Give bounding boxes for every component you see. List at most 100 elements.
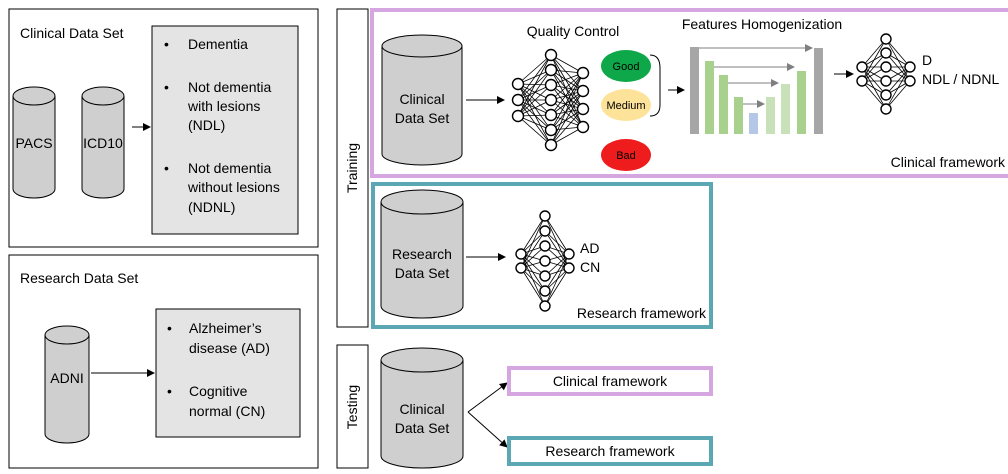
quality-control-network-node: [544, 123, 558, 137]
quality-control-network-edge: [550, 72, 584, 116]
testing-research-framework-label: Research framework: [545, 443, 675, 459]
research-classifier-network-node: [539, 255, 551, 267]
pacs-cylinder: PACS: [12, 86, 56, 199]
testing-dataset-line2: Data Set: [395, 420, 450, 436]
quality-control-network-node: [544, 108, 558, 122]
quality-control-network-edge: [550, 90, 584, 146]
research-classifier-network-node: [539, 285, 551, 297]
clinical-classifier-network-edge: [885, 66, 911, 110]
features-homogenization-title: Features Homogenization: [682, 16, 842, 32]
research-classifier-network: [515, 210, 575, 312]
quality-control-network-node: [576, 102, 590, 116]
clinical-classifier-network-edge: [885, 80, 911, 110]
quality-control-network-edge: [550, 108, 584, 146]
clinical-labels-box: [151, 25, 299, 235]
label-cn-line1: Cognitive: [189, 383, 248, 399]
research-classifier-network-edge: [544, 253, 570, 307]
clinical-classifier-network-node: [856, 61, 868, 73]
quality-control-network-edge: [550, 72, 584, 131]
quality-control-network-edge: [517, 83, 552, 131]
quality-control-network-edge: [550, 90, 584, 131]
clinical-classifier-network-node: [880, 89, 892, 101]
training-label: Training: [344, 143, 360, 193]
adni-cylinder: ADNI: [44, 325, 90, 444]
quality-control-network-edge: [517, 83, 552, 116]
quality-control-network-edge: [517, 54, 552, 101]
adni-label: ADNI: [50, 370, 83, 386]
label-ndl-line2: with lesions: [187, 98, 260, 114]
label-ndnl-line3: (NDNL): [188, 199, 235, 215]
research-classifier-network-edge: [520, 215, 546, 255]
clinical-dataset-panel: Clinical Data Set PACS ICD10 • Dementia …: [8, 8, 319, 248]
quality-control-network-node: [544, 93, 558, 107]
quality-bad-label: Bad: [616, 150, 636, 162]
clinical-classifier-network-node: [880, 103, 892, 115]
clinical-framework-caption: Clinical framework: [891, 154, 1006, 170]
research-classifier-network-node: [539, 225, 551, 237]
research-dataset-line2: Data Set: [395, 265, 450, 281]
quality-good-label: Good: [613, 61, 640, 73]
research-classifier-network-node: [539, 240, 551, 252]
research-dataset-line1: Research: [392, 246, 452, 262]
quality-control-network-node: [576, 84, 590, 98]
research-labels-box: [155, 308, 301, 438]
output-ndl-ndnl: NDL / NDNL: [922, 71, 999, 87]
research-classifier-network-edge: [520, 267, 546, 307]
clinical-classifier-network-node: [880, 75, 892, 87]
research-classifier-network-node: [515, 248, 527, 260]
research-classifier-network-node: [563, 248, 575, 260]
clinical-classifier-network-node: [904, 61, 916, 73]
research-classifier-network-edge: [520, 230, 546, 269]
quality-good: [601, 50, 651, 82]
pacs-label: PACS: [15, 135, 52, 151]
testing-clinical-dataset-cylinder: Clinical Data Set: [380, 347, 464, 469]
label-ndl-line1: Not dementia: [188, 79, 271, 95]
clinical-classifier-network-edge: [861, 38, 887, 68]
clinical-classifier-network-node: [880, 61, 892, 73]
icd10-cylinder: ICD10: [81, 86, 125, 199]
svg-text:•: •: [164, 79, 169, 95]
label-ndnl-line1: Not dementia: [188, 160, 271, 176]
quality-control-network-node: [544, 48, 558, 62]
quality-control-network-edge: [550, 69, 584, 92]
research-classifier-network-node: [539, 210, 551, 222]
quality-control-title: Quality Control: [527, 23, 620, 39]
svg-text:•: •: [164, 160, 169, 176]
label-ndl-line3: (NDL): [188, 117, 225, 133]
label-ad-line2: disease (AD): [189, 340, 270, 356]
quality-control-network: [511, 48, 590, 152]
clinical-classifier-network: [856, 33, 916, 115]
label-dementia: Dementia: [188, 36, 248, 52]
testing-research-framework-box: [507, 436, 713, 466]
testing-dataset-line1: Clinical: [399, 401, 444, 417]
clinical-classifier-network-edge: [861, 52, 887, 82]
clinical-dataset-cylinder: Clinical Data Set: [381, 34, 463, 166]
research-dataset-panel-title: Research Data Set: [20, 270, 138, 286]
clinical-dataset-line1: Clinical: [399, 91, 444, 107]
quality-control-network-node: [511, 109, 525, 123]
icd10-label: ICD10: [83, 135, 123, 151]
clinical-classifier-network-edge: [861, 38, 887, 82]
clinical-classifier-network-node: [904, 75, 916, 87]
clinical-classifier-network-edge: [885, 38, 911, 68]
research-dataset-cylinder: Research Data Set: [380, 189, 464, 319]
svg-text:•: •: [164, 36, 169, 52]
quality-control-network-node: [576, 120, 590, 134]
clinical-classifier-network-edge: [861, 80, 887, 110]
clinical-dataset-line2: Data Set: [395, 110, 450, 126]
quality-control-network-edge: [550, 99, 584, 128]
output-d: D: [922, 52, 932, 68]
clinical-dataset-panel-title: Clinical Data Set: [20, 25, 124, 41]
quality-control-network-edge: [550, 84, 584, 128]
quality-medium-label: Medium: [606, 100, 645, 112]
label-ad-line1: Alzheimer’s: [189, 320, 262, 336]
research-framework-training: Research Data Set AD CN Research framewo…: [371, 182, 713, 329]
quality-control-network-edge: [550, 72, 584, 101]
quality-bad: [601, 139, 651, 171]
quality-control-network-edge: [550, 69, 584, 128]
research-framework-caption: Research framework: [577, 305, 707, 321]
quality-control-network-edge: [550, 69, 584, 110]
quality-control-network-node: [544, 138, 558, 152]
clinical-classifier-network-node: [880, 47, 892, 59]
quality-control-network-edge: [517, 54, 552, 117]
